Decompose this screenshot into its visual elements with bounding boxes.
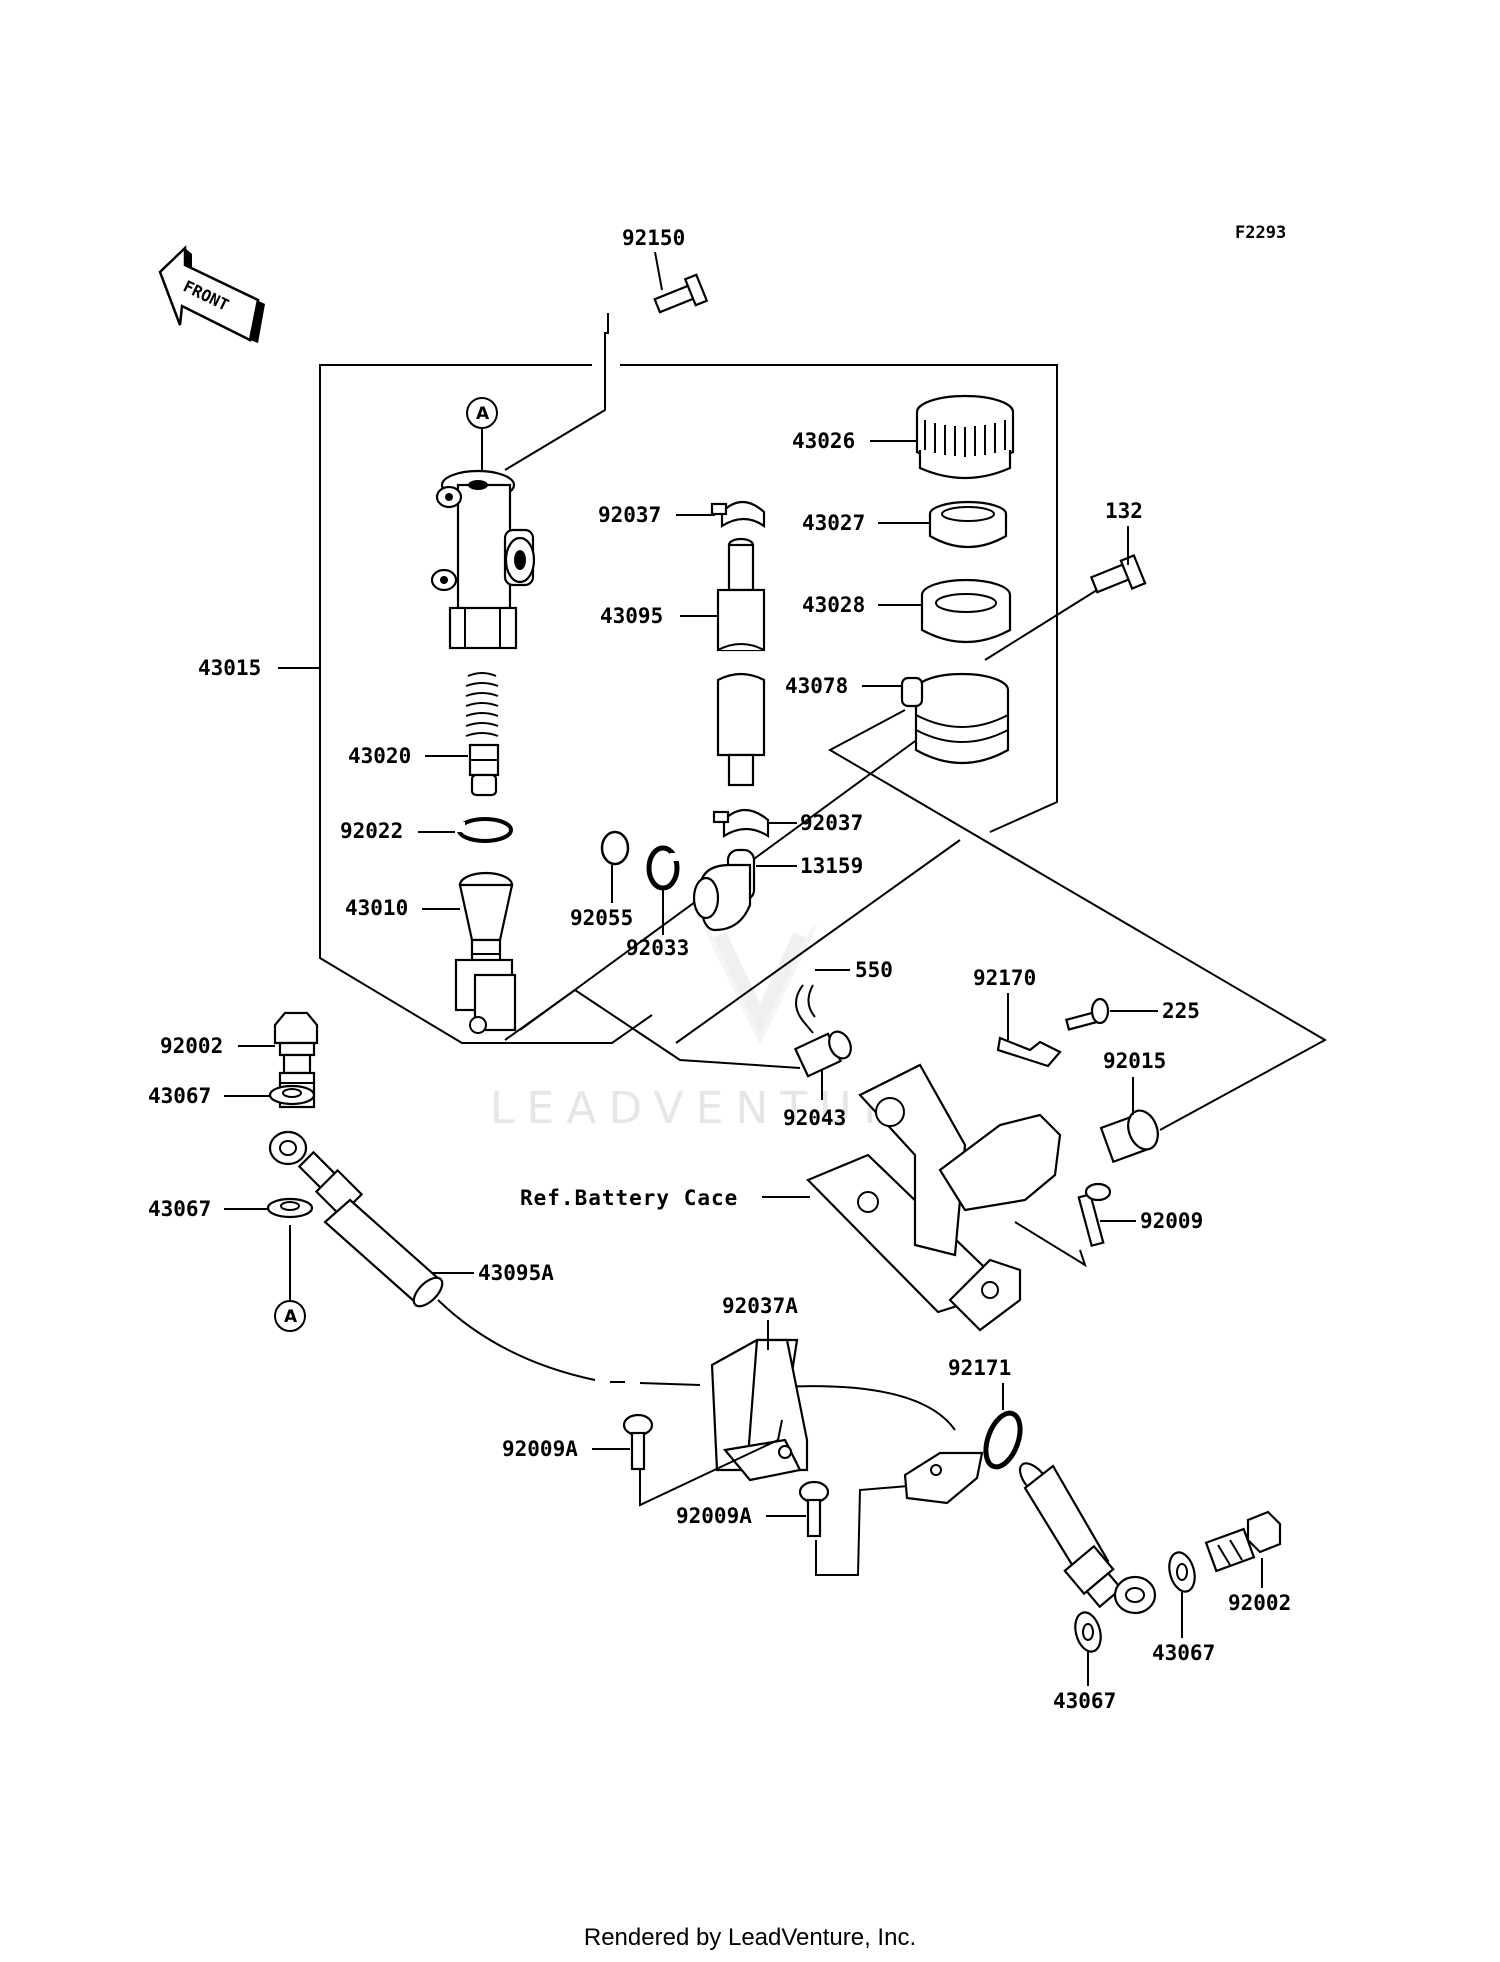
svg-text:A: A xyxy=(476,404,490,424)
label-92015: 92015 xyxy=(1103,1049,1166,1073)
label-43067-b: 43067 xyxy=(148,1197,211,1221)
clamp-92171 xyxy=(903,1410,1023,1505)
cotter-pin-550 xyxy=(795,984,816,1034)
label-225: 225 xyxy=(1162,999,1200,1023)
label-92170: 92170 xyxy=(973,966,1036,990)
leader-92009a-right xyxy=(815,1484,921,1576)
hose-route-right xyxy=(779,1385,956,1431)
label-92002-left: 92002 xyxy=(160,1034,223,1058)
label-132: 132 xyxy=(1105,499,1143,523)
label-92033: 92033 xyxy=(626,936,689,960)
brake-hose-43095a xyxy=(268,1130,444,1308)
hose-guide-92037a xyxy=(710,1338,809,1482)
label-43028: 43028 xyxy=(802,593,865,617)
washer-43067-b xyxy=(266,1197,314,1219)
label-92009a-left: 92009A xyxy=(502,1437,578,1461)
label-92002-right: 92002 xyxy=(1228,1591,1291,1615)
reference-marker-a-bottom: A xyxy=(274,1300,306,1332)
watermark-text: LEADVENTURE xyxy=(490,1083,946,1134)
label-43078: 43078 xyxy=(785,674,848,698)
clamp-92037-top xyxy=(710,500,766,529)
label-550: 550 xyxy=(855,958,893,982)
leader-92009a-left xyxy=(639,1419,783,1507)
push-rod-43010 xyxy=(454,871,517,1034)
clamp-92037-mid xyxy=(712,808,770,839)
label-43010: 43010 xyxy=(345,896,408,920)
banjo-bolt-92002-right xyxy=(1204,1510,1282,1573)
clamp-92170 xyxy=(996,1000,1062,1068)
washer-43067-d xyxy=(1074,1611,1102,1653)
hose-43095 xyxy=(716,537,766,787)
brake-hose-lower-end xyxy=(1018,1462,1157,1615)
diaphragm-plate-43027 xyxy=(928,500,1008,549)
label-43026: 43026 xyxy=(792,429,855,453)
screw-92009a-right xyxy=(798,1480,830,1538)
diaphragm-43028 xyxy=(920,578,1012,644)
hose-route-left xyxy=(437,1299,596,1381)
leader-92009 xyxy=(1014,1221,1087,1268)
reference-marker-a-top: A xyxy=(466,397,498,429)
collar-92015 xyxy=(1099,1109,1159,1164)
screw-92009a-left xyxy=(622,1413,654,1471)
label-92150: 92150 xyxy=(622,226,685,250)
label-43067-a: 43067 xyxy=(148,1084,211,1108)
circlip-92033 xyxy=(646,845,680,891)
label-43067-d: 43067 xyxy=(1053,1689,1116,1713)
label-92022: 92022 xyxy=(340,819,403,843)
washer-43067-c xyxy=(1168,1551,1196,1593)
label-43020: 43020 xyxy=(348,744,411,768)
screw-225 xyxy=(1064,997,1110,1031)
ref-battery-case-label: Ref.Battery Cace xyxy=(520,1186,738,1210)
label-13159: 13159 xyxy=(800,854,863,878)
o-ring-92055 xyxy=(600,830,630,866)
snap-ring-92022 xyxy=(455,817,513,843)
label-43095a: 43095A xyxy=(478,1261,554,1285)
label-92009: 92009 xyxy=(1140,1209,1203,1233)
bolt-132 xyxy=(1089,554,1147,594)
label-92009a-right: 92009A xyxy=(676,1504,752,1528)
bolt-92150 xyxy=(653,273,709,314)
elbow-fitting-13159 xyxy=(692,848,756,932)
reservoir-cap-43026 xyxy=(915,394,1015,480)
spring-43020 xyxy=(465,672,500,797)
label-92171: 92171 xyxy=(948,1356,1011,1380)
master-cylinder-body xyxy=(430,469,536,650)
screw-92009 xyxy=(1077,1182,1112,1248)
leader-battery-reservoir xyxy=(827,709,1328,1131)
clevis-pin-92043 xyxy=(793,1030,852,1078)
label-43067-c: 43067 xyxy=(1152,1641,1215,1665)
svg-text:A: A xyxy=(284,1307,298,1327)
label-92037-top: 92037 xyxy=(598,503,661,527)
label-92037-mid: 92037 xyxy=(800,811,863,835)
label-43095: 43095 xyxy=(600,604,663,628)
label-92055: 92055 xyxy=(570,906,633,930)
leader-92150 xyxy=(504,313,609,471)
label-92043: 92043 xyxy=(783,1106,846,1130)
figure-code: F2293 xyxy=(1235,223,1286,243)
battery-case-bracket xyxy=(806,1063,1062,1332)
footer-credit: Rendered by LeadVenture, Inc. xyxy=(583,1924,917,1951)
label-43027: 43027 xyxy=(802,511,865,535)
washer-43067-a xyxy=(268,1084,316,1106)
front-arrow-icon: FRONT xyxy=(158,245,265,343)
label-43015: 43015 xyxy=(198,656,261,680)
reservoir-43078 xyxy=(900,672,1010,764)
label-92037a: 92037A xyxy=(722,1294,798,1318)
